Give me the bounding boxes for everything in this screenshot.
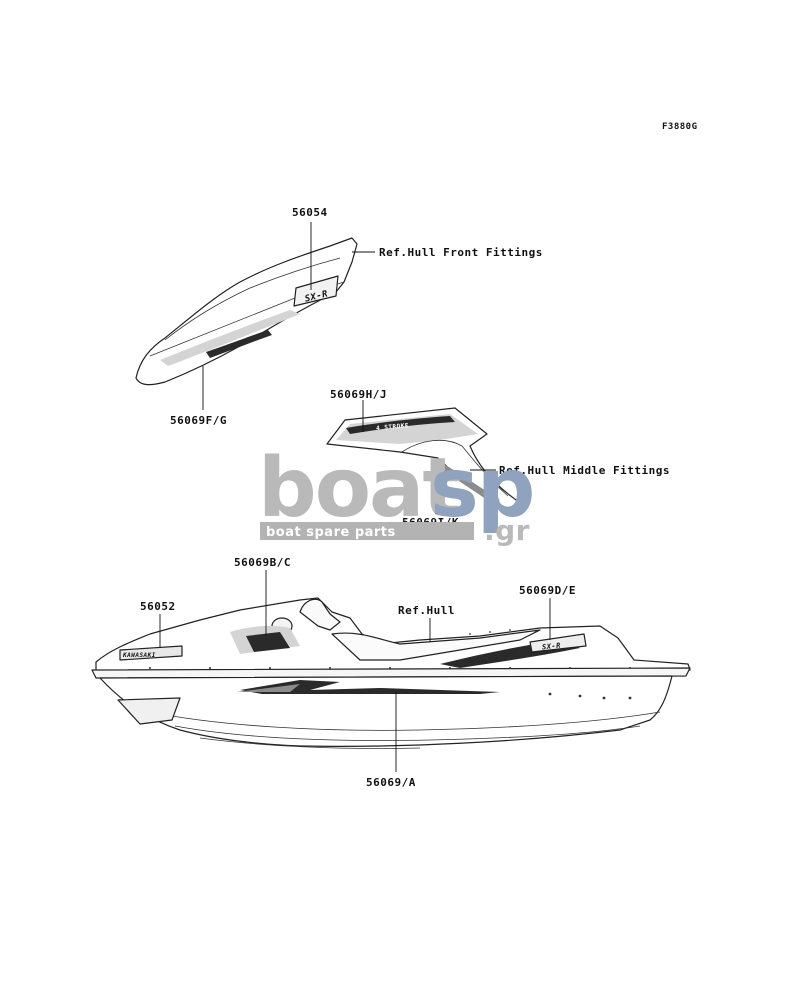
rear-decal-text: SX-R <box>542 642 562 652</box>
label-ref-middle: Ref.Hull Middle Fittings <box>499 464 670 477</box>
hull-part: KAWASAKI SX-R <box>91 597 691 749</box>
middle-decal-text: 4 STROKE <box>376 422 409 432</box>
label-56069fg: 56069F/G <box>170 414 227 427</box>
label-56069ik: 56069I/K <box>402 516 459 529</box>
label-56069de: 56069D/E <box>519 584 576 597</box>
front-hood-part: SX-R <box>135 237 358 386</box>
label-ref-front: Ref.Hull Front Fittings <box>379 246 543 259</box>
label-56069a: 56069/A <box>366 776 416 789</box>
label-56069hj: 56069H/J <box>330 388 387 401</box>
label-56069bc: 56069B/C <box>234 556 291 569</box>
label-56054: 56054 <box>292 206 328 219</box>
label-56052: 56052 <box>140 600 176 613</box>
rivet-dots <box>149 629 632 700</box>
diagram-code: F3880G <box>662 122 698 132</box>
middle-cowl-part: 4 STROKE <box>326 407 526 511</box>
label-ref-hull: Ref.Hull <box>398 604 455 617</box>
brand-decal-text: KAWASAKI <box>122 652 156 659</box>
